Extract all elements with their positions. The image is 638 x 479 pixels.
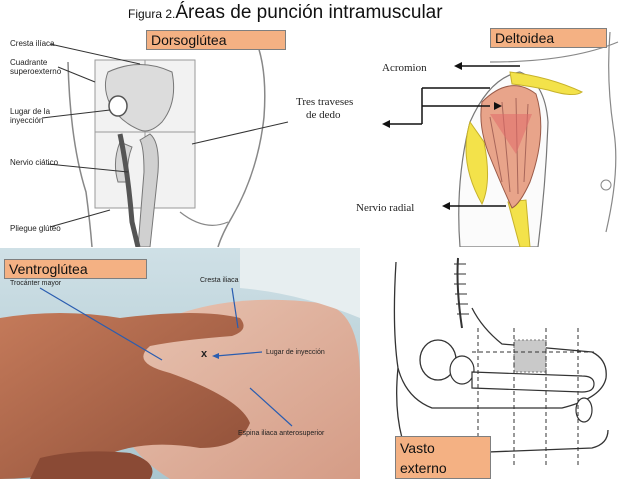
label-inyeccion: inyección (10, 116, 44, 125)
dorsogluteal-tag: Dorsoglútea (146, 30, 286, 50)
label-nervio-radial: Nervio radial (356, 202, 415, 214)
figure-title: Áreas de punción intramuscular (175, 2, 443, 23)
label-nervio-ciatico: Nervio ciático (10, 158, 59, 167)
vastus-tag: Vasto externo (395, 436, 491, 479)
vastus-drawing (393, 257, 609, 468)
label-cuadrante: Cuadrante (10, 58, 48, 67)
dorsogluteal-drawing (41, 31, 289, 247)
label-lugar-de-inyeccion: Lugar de inyección (266, 349, 325, 356)
label-superoexterno: superoexterno (10, 67, 62, 76)
deltoid-tag: Deltoidea (490, 28, 607, 48)
vastus-tag-line1: Vasto (400, 440, 435, 456)
label-trocanter-mayor: Trocánter mayor (10, 280, 62, 287)
label-tres-traveses: Tres traveses (296, 96, 354, 108)
label-cresta-iliaca-photo: Cresta iliaca (200, 277, 239, 284)
page-title: Figura 2.Áreas de punción intramuscular (128, 2, 443, 24)
label-pliegue-gluteo: Pliegue glúteo (10, 224, 61, 233)
label-cresta-iliaca: Cresta ilíaca (10, 39, 55, 48)
ventrogluteal-tag: Ventroglútea (4, 259, 147, 279)
label-lugar-de-la: Lugar de la (10, 107, 51, 116)
vastus-tag-line2: externo (400, 460, 447, 476)
ventrogluteal-photo (0, 248, 360, 479)
injection-mark: x (201, 348, 208, 360)
label-de-dedo: de dedo (306, 109, 341, 121)
label-acromion: Acromion (382, 62, 427, 74)
deltoid-drawing (382, 31, 619, 247)
figure-prefix: Figura 2. (128, 7, 176, 21)
label-espina-iliaca: Espina iliaca anterosuperior (238, 430, 325, 437)
